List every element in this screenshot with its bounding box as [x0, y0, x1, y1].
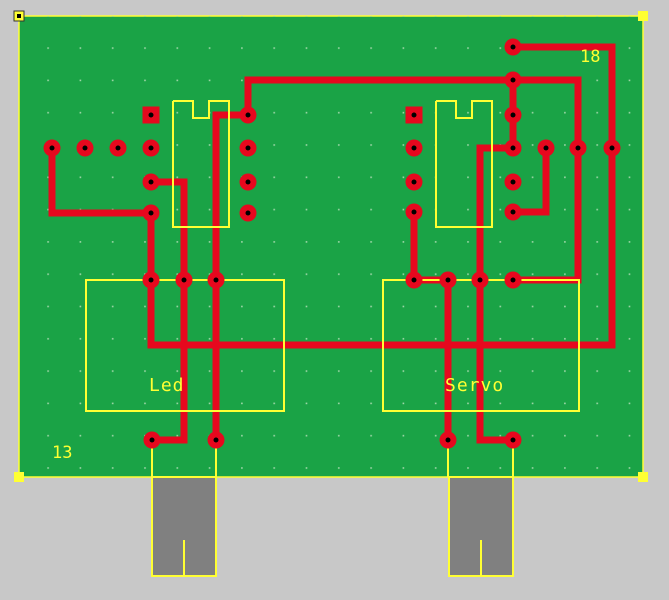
round-pad-icon	[504, 173, 522, 191]
round-pad-icon	[405, 271, 423, 289]
round-pad-icon	[142, 204, 160, 222]
round-pad-icon	[207, 271, 225, 289]
label-servo: Servo	[445, 375, 504, 396]
round-pad-icon	[239, 204, 257, 222]
round-pad-icon	[504, 203, 522, 221]
round-pad-icon	[504, 71, 522, 89]
trace	[147, 178, 188, 284]
connector-finger-right	[448, 476, 514, 577]
label-corner-13: 13	[52, 443, 72, 463]
square-handle-icon[interactable]	[638, 11, 648, 21]
round-pad-icon	[603, 139, 621, 157]
round-pad-icon	[239, 139, 257, 157]
trace	[244, 76, 582, 119]
round-pad-icon	[569, 139, 587, 157]
pcb-board	[18, 15, 644, 478]
round-pad-icon	[439, 431, 457, 449]
round-pad-icon	[405, 173, 423, 191]
round-pad-icon	[471, 271, 489, 289]
round-pad-icon	[175, 271, 193, 289]
label-led: Led	[149, 375, 185, 396]
round-pad-icon	[76, 139, 94, 157]
square-pad-icon	[142, 106, 160, 124]
connector-finger-left	[151, 476, 217, 577]
round-pad-icon	[239, 173, 257, 191]
pads-layer	[43, 38, 621, 449]
square-handle-icon[interactable]	[14, 472, 24, 482]
square-pad-icon	[405, 106, 423, 124]
round-pad-icon	[504, 106, 522, 124]
trace	[48, 144, 155, 217]
trace	[509, 43, 616, 152]
round-pad-icon	[439, 271, 457, 289]
round-pad-icon	[405, 139, 423, 157]
round-pad-icon	[405, 203, 423, 221]
square-handle-icon[interactable]	[638, 472, 648, 482]
trace	[212, 111, 252, 284]
round-pad-icon	[142, 271, 160, 289]
round-pad-icon	[207, 431, 225, 449]
chip-right-outline	[435, 100, 493, 228]
round-pad-icon	[142, 173, 160, 191]
round-pad-icon	[142, 139, 160, 157]
label-corner-18: 18	[580, 47, 600, 67]
round-pad-icon	[43, 139, 61, 157]
round-pad-icon	[504, 139, 522, 157]
trace	[509, 144, 550, 216]
trace	[148, 276, 188, 444]
round-pad-icon	[143, 431, 161, 449]
round-pad-icon	[239, 106, 257, 124]
chip-left-outline	[172, 100, 230, 228]
round-pad-icon	[504, 271, 522, 289]
round-pad-icon	[109, 139, 127, 157]
round-pad-icon	[504, 38, 522, 56]
round-pad-icon	[504, 431, 522, 449]
round-pad-icon	[537, 139, 555, 157]
